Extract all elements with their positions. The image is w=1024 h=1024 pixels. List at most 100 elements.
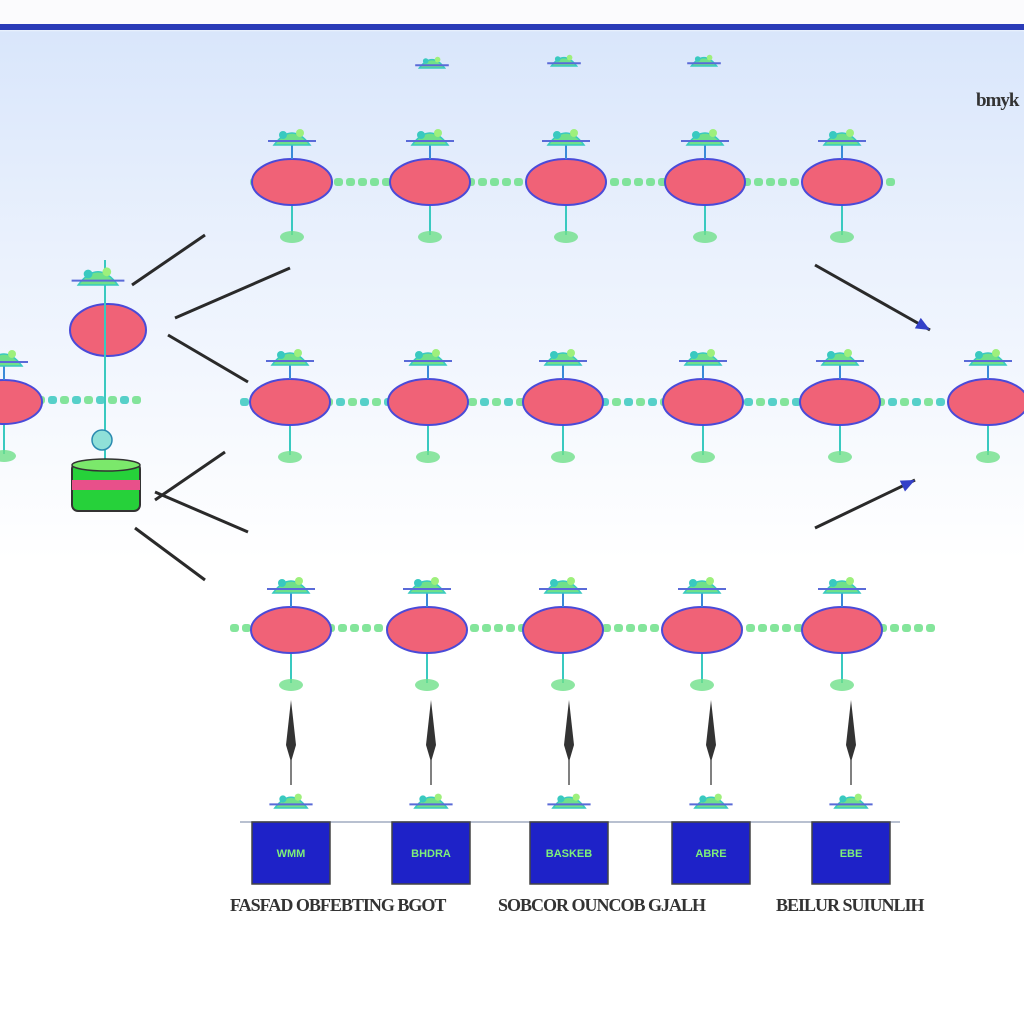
plant-icon: [409, 793, 453, 809]
rail-segment: [360, 398, 369, 406]
process-node: [250, 593, 332, 691]
rail-segment: [746, 624, 755, 632]
rail-segment: [96, 396, 105, 404]
rail-segment: [482, 624, 491, 632]
output-box-rect: [671, 821, 751, 885]
plant-bud: [419, 795, 427, 803]
plant-icon: [415, 56, 449, 69]
process-node: [386, 593, 468, 691]
plant-bud: [567, 349, 575, 357]
plant-icon: [816, 349, 864, 366]
rail-segment: [240, 398, 249, 406]
plant-icon: [267, 577, 315, 594]
rail-segment: [900, 398, 909, 406]
rail-segment: [230, 624, 239, 632]
rail-segment: [766, 178, 775, 186]
rail-segment: [744, 398, 753, 406]
output-box-label: EBE: [840, 848, 863, 860]
plant-bud: [714, 793, 722, 801]
rail-segment: [374, 624, 383, 632]
plant-bud: [567, 577, 575, 585]
plant-bud: [709, 129, 717, 137]
plant-bud: [553, 131, 561, 139]
node-base: [830, 679, 854, 691]
rail-segment: [638, 624, 647, 632]
process-node: [249, 365, 331, 463]
rail-segment: [514, 178, 523, 186]
plant-bud: [417, 131, 425, 139]
plant-icon: [539, 349, 587, 366]
node-disk: [522, 378, 604, 426]
node-disk: [0, 379, 43, 425]
plant-icon: [678, 577, 726, 594]
arrow-head: [914, 317, 930, 330]
plant-bud: [434, 56, 441, 63]
rail-segment: [120, 396, 129, 404]
plant-bud: [279, 131, 287, 139]
process-node: [0, 366, 43, 462]
rail-segment: [60, 396, 69, 404]
arrow-head: [899, 480, 915, 492]
rail-segment: [624, 398, 633, 406]
node-base: [828, 451, 852, 463]
source-band: [72, 480, 140, 490]
node-base: [0, 450, 16, 462]
node-disk: [662, 378, 744, 426]
plant-bud: [992, 349, 1000, 357]
plant-bud: [415, 351, 423, 359]
node-disk: [799, 378, 881, 426]
rail-segment: [936, 398, 945, 406]
corner-label: bmyk: [976, 90, 1019, 111]
rail-segment: [346, 178, 355, 186]
connector-arrow: [167, 333, 249, 384]
output-box-rect: [529, 821, 609, 885]
plant-bud: [414, 579, 422, 587]
rail-segment: [646, 178, 655, 186]
plant-icon: [547, 793, 591, 809]
rail-segment: [362, 624, 371, 632]
node-disk: [947, 378, 1024, 426]
plant-bud: [550, 351, 558, 359]
plant-bud: [689, 579, 697, 587]
node-base: [691, 451, 715, 463]
connector-arrow: [154, 450, 226, 502]
plant-bud: [296, 129, 304, 137]
window-accent-line: [0, 24, 1024, 30]
connector-arrow: [154, 490, 249, 534]
rail-segment: [358, 178, 367, 186]
process-node: [522, 593, 604, 691]
dropper-needle: [846, 700, 856, 762]
node-base: [554, 231, 578, 243]
plant-icon: [818, 129, 866, 146]
plant-bud: [694, 56, 701, 62]
rail-segment: [478, 178, 487, 186]
output-box-label: WMM: [277, 848, 306, 860]
plant-bud: [827, 351, 835, 359]
rail-segment: [348, 398, 357, 406]
process-node: [947, 365, 1024, 463]
node-base: [278, 451, 302, 463]
plant-bud: [434, 129, 442, 137]
plant-bud: [83, 269, 93, 279]
rail-segment: [754, 178, 763, 186]
caption-1: FASFAD OBFEBTING BGOT: [230, 895, 446, 915]
output-box-rect: [811, 821, 891, 885]
connector-arrow: [814, 263, 931, 332]
rail-segment: [612, 398, 621, 406]
process-node: [801, 593, 883, 691]
rail-segment: [372, 398, 381, 406]
rail-segment: [636, 398, 645, 406]
dropper-needle: [706, 700, 716, 762]
plant-bud: [706, 577, 714, 585]
plant-bud: [554, 56, 561, 62]
process-node: [522, 365, 604, 463]
plant-icon: [547, 54, 581, 67]
plant-bud: [294, 793, 302, 801]
plant-icon: [964, 349, 1012, 366]
plant-icon: [818, 577, 866, 594]
connector-arrow: [174, 266, 291, 320]
plant-icon: [539, 577, 587, 594]
plant-bud: [706, 54, 713, 61]
rail-segment: [768, 398, 777, 406]
rail-segment: [48, 396, 57, 404]
